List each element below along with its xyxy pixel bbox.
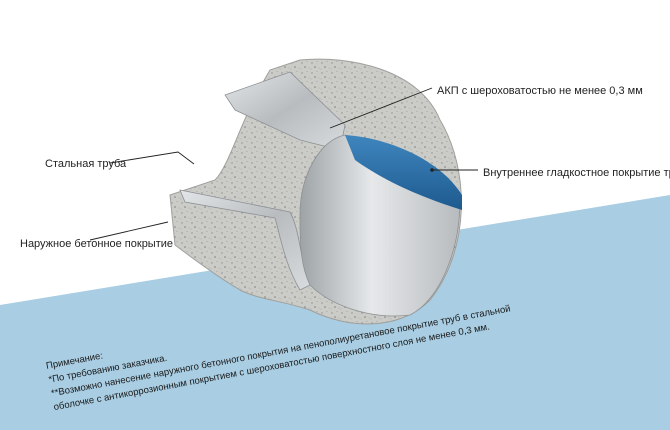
label-inner-coating: Внутреннее гладкостное покрытие труб bbox=[483, 167, 670, 179]
label-steel-pipe: Стальная труба bbox=[45, 158, 127, 170]
leader-dot-inner bbox=[430, 168, 434, 172]
steel-pipe-edge-left bbox=[179, 189, 311, 291]
leader-line-steel bbox=[109, 151, 195, 165]
label-akp-roughness: АКП с шероховатостью не менее 0,3 мм bbox=[437, 85, 643, 97]
inner-smooth-coating bbox=[345, 135, 462, 210]
leader-line-concrete bbox=[89, 221, 169, 241]
leader-line-akp bbox=[329, 87, 433, 129]
label-outer-concrete: Наружное бетонное покрытие bbox=[20, 238, 174, 250]
